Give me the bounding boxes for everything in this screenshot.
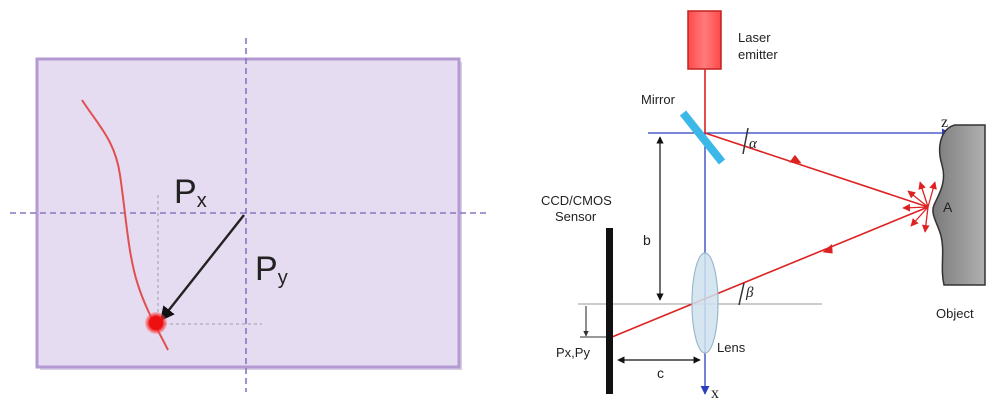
px-label: Px [174,173,207,212]
beta-label: β [745,285,754,301]
triangulation-schematic: z x Laser emitter Mirror α β Lens Obj [541,10,986,402]
alpha-tick [742,127,749,155]
detected-point [150,317,162,329]
ccd-cmos-sensor [606,228,613,394]
alpha-label: α [749,136,758,152]
laser-label-line2: emitter [738,47,778,62]
b-label: b [643,232,651,248]
beta-tick [738,282,745,306]
py-label: Py [255,250,288,289]
x-axis-label: x [711,385,719,402]
mirror [679,110,726,165]
outgoing-beam-arrow [789,154,802,164]
sensor-image-panel: Px Py [10,38,490,392]
sensor-label-line2: Sensor [555,209,597,224]
lens-label: Lens [717,340,746,355]
mirror-label: Mirror [641,92,676,107]
laser-label-line1: Laser [738,30,771,45]
pxpy-label: Px,Py [556,345,590,360]
c-label: c [657,365,664,381]
sensor-label-line1: CCD/CMOS [541,193,612,208]
image-frame [35,57,461,369]
z-axis-label: z [941,114,948,131]
scatter-rays [902,181,937,233]
return-beam-arrow [822,244,833,254]
object-surface [932,124,986,286]
object-label: Object [936,306,974,321]
lens [691,252,719,354]
return-beam [611,206,929,338]
outgoing-beam [704,132,929,208]
laser-emitter [687,10,722,70]
point-a-label: A [943,199,953,215]
offset-vector [160,214,245,322]
